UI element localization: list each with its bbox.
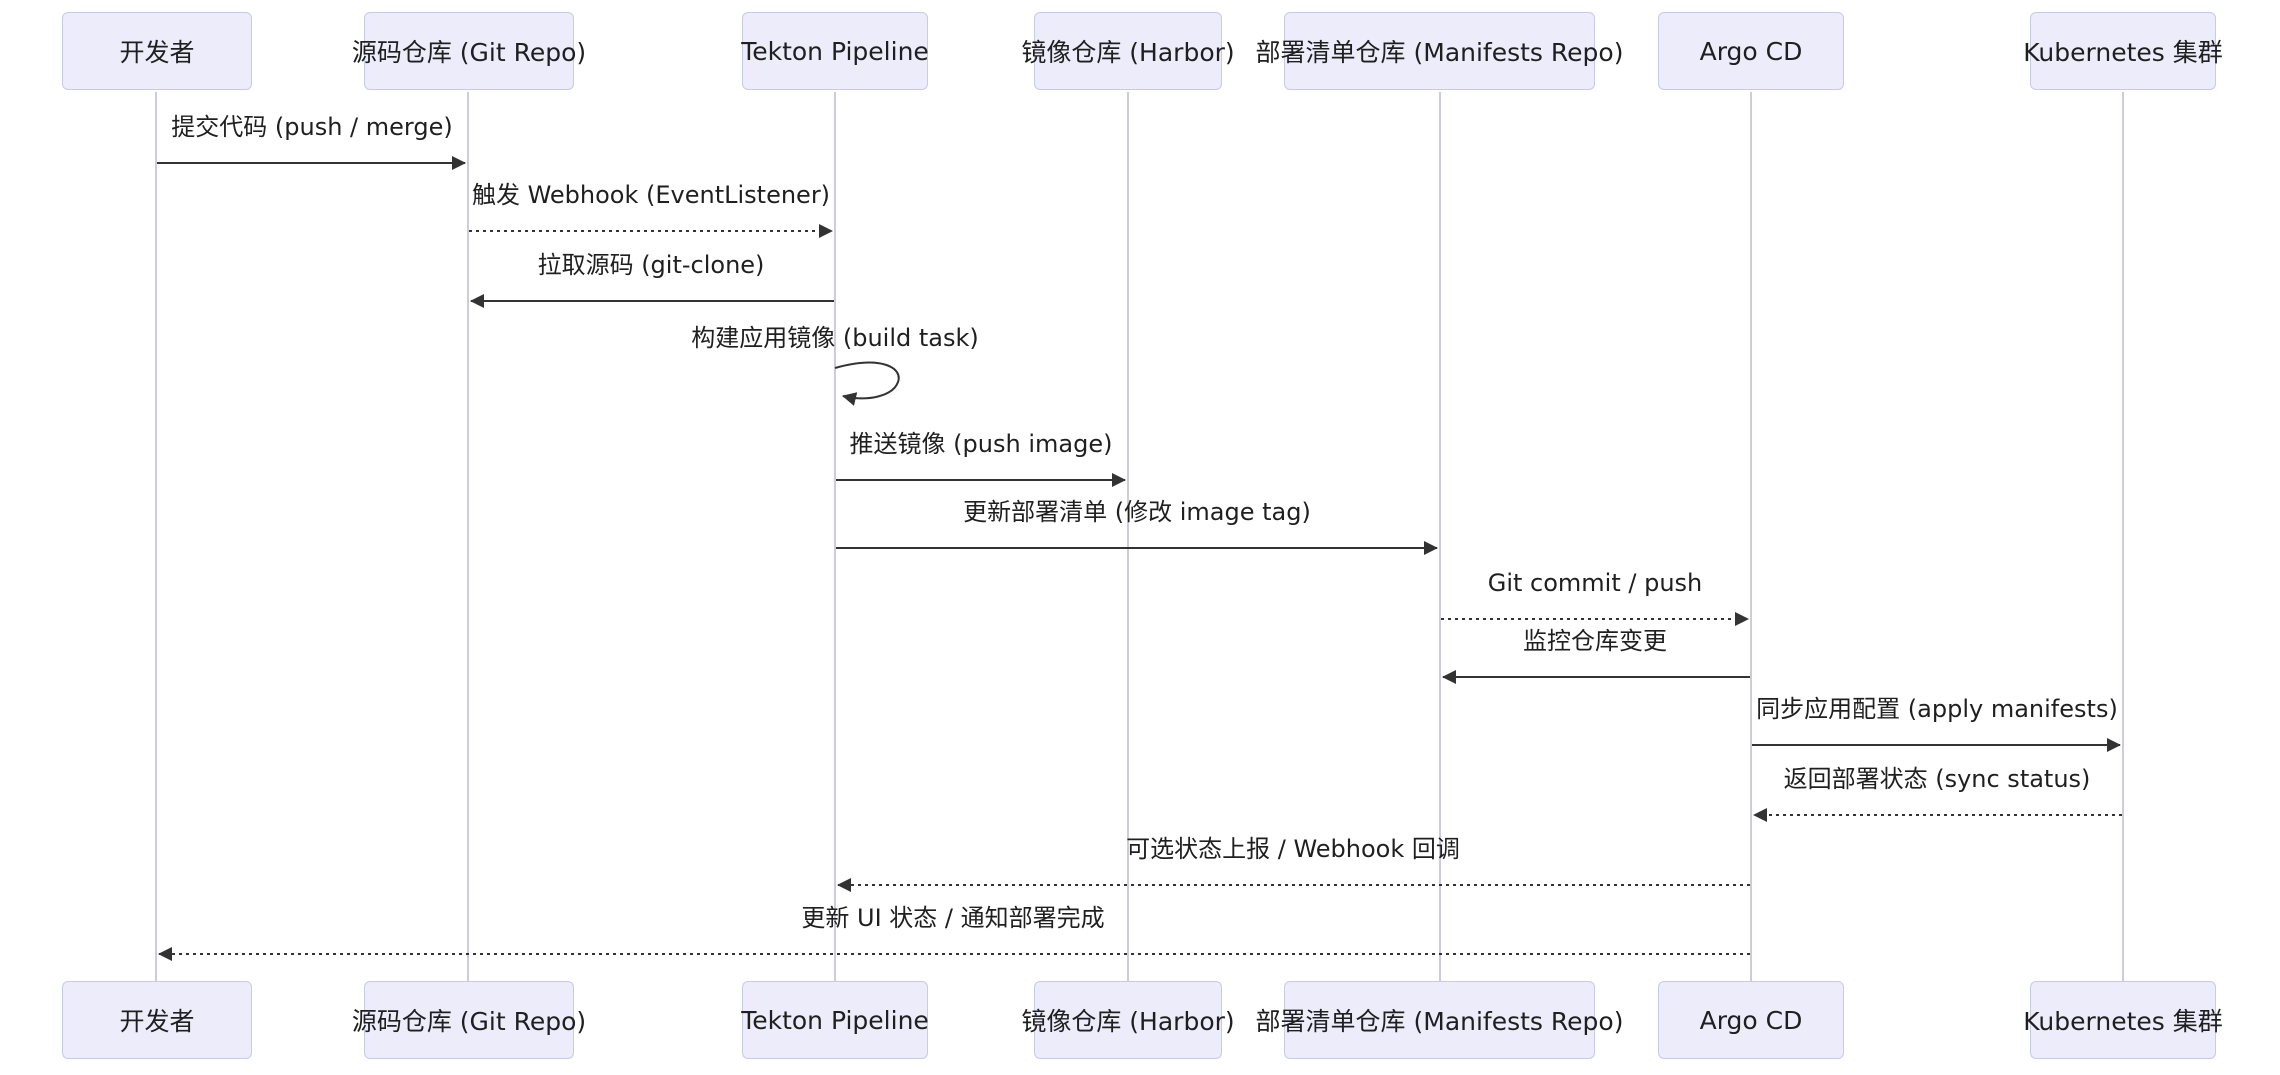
actor-top-developer: 开发者 (62, 12, 252, 90)
lifeline-argocd (1750, 92, 1752, 981)
actor-top-tekton: Tekton Pipeline (741, 12, 929, 90)
actor-bottom-harbor: 镜像仓库 (Harbor) (1021, 981, 1235, 1059)
message-label-11: 可选状态上报 / Webhook 回调 (1126, 835, 1460, 863)
lifeline-manifests (1439, 92, 1441, 981)
actor-top-manifests: 部署清单仓库 (Manifests Repo) (1256, 12, 1623, 90)
message-label-9: 同步应用配置 (apply manifests) (1756, 695, 2118, 723)
actor-top-git-repo: 源码仓库 (Git Repo) (352, 12, 586, 90)
actor-top-harbor: 镜像仓库 (Harbor) (1021, 12, 1235, 90)
message-label-8: 监控仓库变更 (1523, 627, 1667, 655)
lifeline-tekton (834, 92, 836, 981)
message-label-2: 触发 Webhook (EventListener) (471, 181, 831, 209)
actor-bottom-kubernetes: Kubernetes 集群 (2023, 981, 2223, 1059)
message-label-3: 拉取源码 (git-clone) (537, 251, 765, 279)
message-label-5: 推送镜像 (push image) (849, 430, 1113, 458)
message-self-loop-4 (834, 361, 900, 406)
actor-top-argocd: Argo CD (1658, 12, 1844, 90)
actor-bottom-manifests: 部署清单仓库 (Manifests Repo) (1256, 981, 1623, 1059)
actor-bottom-developer: 开发者 (62, 981, 252, 1059)
message-label-6: 更新部署清单 (修改 image tag) (963, 498, 1311, 526)
lifeline-kubernetes (2122, 92, 2124, 981)
lifeline-harbor (1127, 92, 1129, 981)
lifeline-developer (155, 92, 157, 981)
actor-bottom-tekton: Tekton Pipeline (741, 981, 929, 1059)
message-label-4: 构建应用镜像 (build task) (691, 324, 979, 352)
actor-bottom-argocd: Argo CD (1658, 981, 1844, 1059)
lifeline-git-repo (467, 92, 469, 981)
actor-bottom-git-repo: 源码仓库 (Git Repo) (352, 981, 586, 1059)
message-label-10: 返回部署状态 (sync status) (1783, 765, 2091, 793)
message-label-1: 提交代码 (push / merge) (171, 113, 453, 141)
message-label-7: Git commit / push (1487, 569, 1703, 597)
actor-top-kubernetes: Kubernetes 集群 (2023, 12, 2223, 90)
message-label-12: 更新 UI 状态 / 通知部署完成 (801, 904, 1105, 932)
